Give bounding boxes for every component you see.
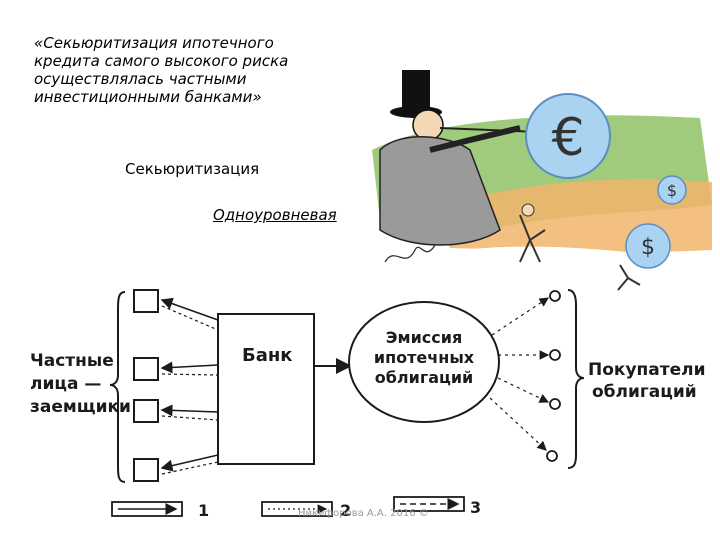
dollar-symbol: $: [667, 181, 677, 200]
borrowers-label: заемщики: [30, 397, 131, 417]
buyer-node: [549, 290, 561, 302]
quote-text: «Секьюритизация ипотечного кредита самог…: [34, 34, 324, 106]
borrower-box: [133, 289, 159, 313]
quote-line: «Секьюритизация ипотечного: [34, 34, 274, 52]
buyer-node: [549, 349, 561, 361]
legend-box-3: [393, 496, 465, 512]
bank-label: Банк: [242, 345, 293, 366]
footer-text: Никифорова А.А. 2016 ©: [298, 508, 429, 519]
emission-label: Эмиссия: [386, 328, 462, 347]
emission-ellipse: [348, 301, 500, 423]
borrower-box: [133, 399, 159, 423]
buyer-node: [546, 450, 558, 462]
bank-box: [217, 313, 315, 465]
legend-label-1: 1: [198, 501, 209, 520]
quote-line: осуществлялась частными: [34, 70, 247, 88]
euro-symbol: €: [551, 108, 584, 168]
dollar-symbol: $: [641, 235, 655, 260]
emission-label: ипотечных: [374, 348, 475, 367]
borrowers-bracket: [109, 291, 126, 483]
emission-label: облигаций: [375, 368, 474, 387]
quote-line: инвестиционными банками»: [34, 88, 262, 106]
buyer-node: [549, 398, 561, 410]
buyers-label: Покупатели: [588, 360, 706, 380]
legend-box-2: [261, 501, 333, 517]
quote-line: кредита самого высокого риска: [34, 52, 289, 70]
borrowers-label: Частные: [30, 351, 114, 371]
buyers-bracket: [567, 289, 585, 469]
legend-label-2: 2: [340, 501, 351, 520]
borrowers-label: лица —: [30, 374, 101, 394]
securitization-label: Секьюритизация: [125, 160, 260, 178]
legend-label-3: 3: [470, 498, 481, 517]
buyers-label: облигаций: [592, 382, 697, 402]
borrower-box: [133, 458, 159, 482]
borrower-box: [133, 357, 159, 381]
one-level-label: Одноуровневая: [213, 206, 337, 224]
